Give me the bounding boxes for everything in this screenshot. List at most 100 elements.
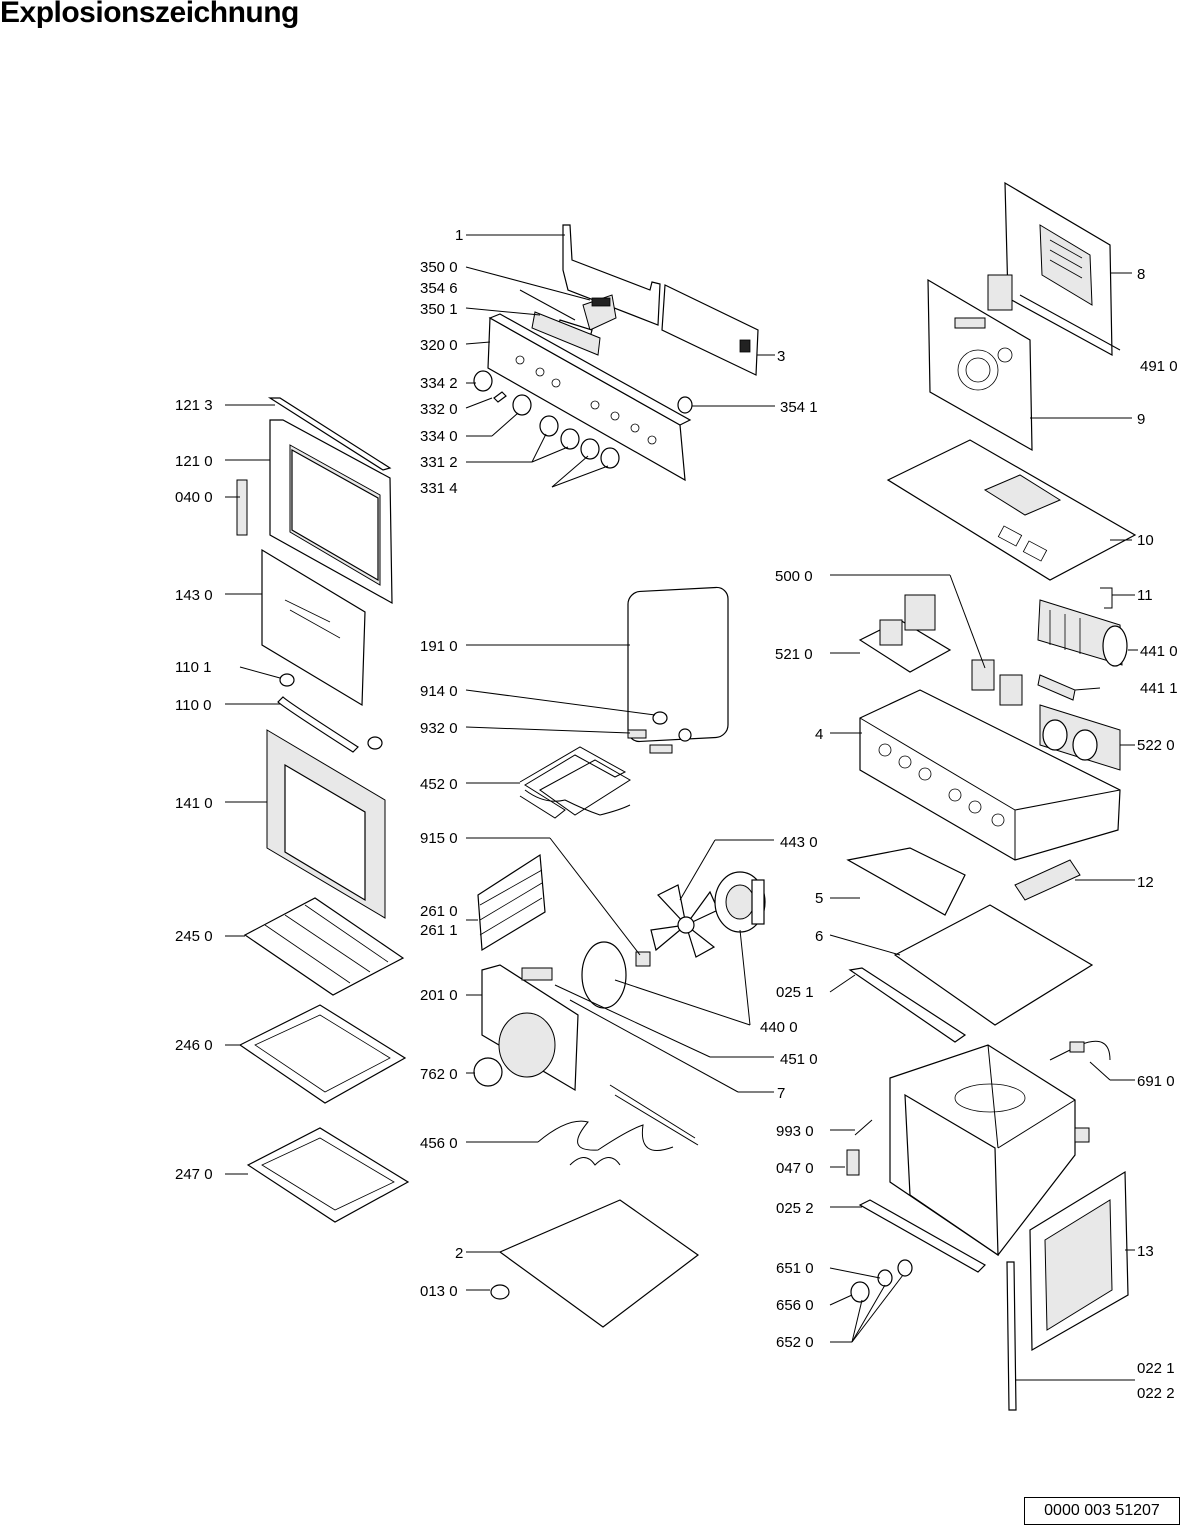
part-label: 3 (777, 348, 785, 365)
part-label: 110 1 (175, 659, 211, 676)
part-label: 522 0 (1137, 737, 1175, 754)
part-141-0-glass-drawing (266, 729, 386, 919)
part-label: 245 0 (175, 928, 213, 945)
part-label: 247 0 (175, 1166, 213, 1183)
part-label: 651 0 (776, 1260, 814, 1277)
part-443-0-fan-blade-drawing (650, 884, 719, 958)
part-label: 11 (1137, 587, 1153, 604)
part-500-module-drawing (971, 659, 1023, 706)
part-label: 441 1 (1140, 680, 1178, 697)
part-label: 12 (1137, 874, 1154, 891)
part-452-0-heating-element-drawing (519, 746, 631, 819)
part-245-0-rack-drawing (243, 897, 405, 996)
part-label: 121 3 (175, 397, 213, 414)
part-8-rear-cover-drawing (987, 181, 1113, 357)
part-022-rail-drawing (1006, 1261, 1017, 1411)
part-456-0-heating-element-drawing (537, 1084, 699, 1166)
part-label: 443 0 (780, 834, 818, 851)
part-label: 320 0 (420, 337, 458, 354)
part-121-0-door-frame-drawing (269, 419, 393, 605)
part-label: 331 2 (420, 454, 458, 471)
part-label: 025 2 (776, 1200, 814, 1217)
part-025-2-rail-drawing (858, 1199, 986, 1273)
part-5-drawing (846, 847, 966, 916)
part-label: 2 (455, 1245, 463, 1262)
part-label: 914 0 (420, 683, 458, 700)
part-label: 022 1 (1137, 1360, 1175, 1377)
part-label: 440 0 (760, 1019, 798, 1036)
part-label: 8 (1137, 266, 1145, 283)
part-320-control-panel-drawing (487, 313, 692, 482)
leader-lines (225, 234, 1138, 1381)
part-label: 500 0 (775, 568, 813, 585)
part-522-fan-drawing (1039, 704, 1121, 771)
part-label: 652 0 (776, 1334, 814, 1351)
part-label: 691 0 (1137, 1073, 1175, 1090)
part-label: 261 1 (420, 922, 458, 939)
part-label: 121 0 (175, 453, 213, 470)
control-knobs-drawing (473, 370, 693, 469)
part-label: 1 (455, 227, 463, 244)
part-040-0-hinge-drawing (236, 479, 248, 536)
part-261-side-rack-drawing (477, 853, 546, 952)
part-label: 141 0 (175, 795, 213, 812)
part-label: 451 0 (780, 1051, 818, 1068)
part-label: 025 1 (776, 984, 814, 1001)
part-11-drawing (1100, 587, 1113, 609)
part-993-screw-drawing (846, 1119, 873, 1176)
part-12-drawing (1014, 859, 1081, 901)
part-201-0-back-panel-drawing (481, 964, 579, 1092)
page-title: Explosionszeichnung (0, 0, 299, 29)
part-762-0-cover-drawing (473, 1057, 503, 1087)
part-013-0-foot-drawing (490, 1284, 510, 1300)
part-label: 452 0 (420, 776, 458, 793)
part-label: 022 2 (1137, 1385, 1175, 1402)
part-label: 143 0 (175, 587, 213, 604)
part-label: 354 6 (420, 280, 458, 297)
part-440-451-ring-drawing (581, 941, 651, 1009)
part-labels: 1 350 0 354 6 350 1 320 0 334 2 332 0 33… (175, 227, 1178, 1402)
part-label: 993 0 (776, 1123, 814, 1140)
part-143-0-glass-drawing (261, 548, 366, 707)
part-521-bracket-drawing (858, 594, 952, 673)
part-label: 915 0 (420, 830, 458, 847)
part-441-fan-drawing (1037, 599, 1128, 701)
document-number: 0000 003 51207 (1024, 1497, 1180, 1525)
part-1-drawing (562, 224, 661, 326)
part-label: 013 0 (420, 1283, 458, 1300)
part-label: 491 0 (1140, 358, 1178, 375)
part-247-0-tray-drawing (246, 1127, 410, 1223)
part-label: 040 0 (175, 489, 213, 506)
part-label: 9 (1137, 411, 1145, 428)
part-label: 4 (815, 726, 823, 743)
part-label: 332 0 (420, 401, 458, 418)
part-4-base-drawing (859, 689, 1121, 861)
part-65x-drawing (850, 1259, 913, 1303)
part-025-1-rail-drawing (848, 967, 967, 1043)
part-121-3-rod-drawing (267, 397, 392, 471)
part-label: 762 0 (420, 1066, 458, 1083)
part-label: 350 1 (420, 301, 458, 318)
part-110-drawing (277, 673, 383, 753)
part-label: 932 0 (420, 720, 458, 737)
part-label: 521 0 (775, 646, 813, 663)
part-label: 13 (1137, 1243, 1154, 1260)
part-label: 110 0 (175, 697, 211, 714)
part-label: 456 0 (420, 1135, 458, 1152)
part-label: 350 0 (420, 259, 458, 276)
part-2-bottom-plate-drawing (498, 1199, 700, 1328)
part-label: 201 0 (420, 987, 458, 1004)
part-label: 191 0 (420, 638, 458, 655)
part-label: 5 (815, 890, 823, 907)
part-9-rear-panel-drawing (927, 278, 1033, 452)
part-10-top-plate-drawing (886, 439, 1137, 581)
part-label: 656 0 (776, 1297, 814, 1314)
part-label: 6 (815, 928, 823, 945)
part-691-sensor-drawing (1049, 1040, 1111, 1061)
part-191-0-gasket-drawing (627, 586, 729, 743)
part-label: 047 0 (776, 1160, 814, 1177)
part-label: 334 0 (420, 428, 458, 445)
oven-cavity-drawing (889, 1044, 1090, 1257)
part-914-932-drawing (627, 711, 692, 754)
